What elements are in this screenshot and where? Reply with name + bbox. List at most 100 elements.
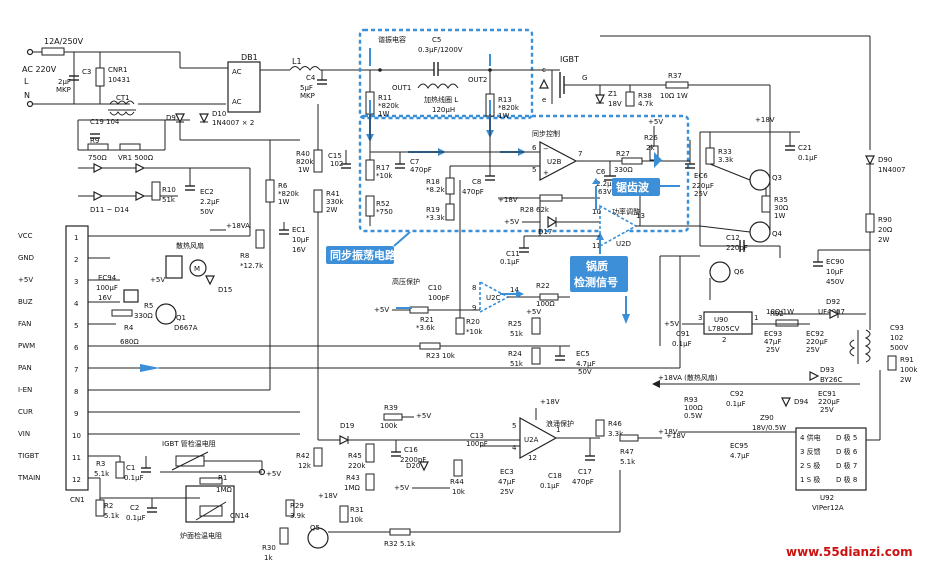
- sync-control-label: 同步控制: [532, 129, 560, 138]
- svg-text:3.3k: 3.3k: [608, 430, 624, 438]
- svg-text:0.1μF: 0.1μF: [540, 482, 560, 490]
- svg-text:C91: C91: [676, 330, 690, 338]
- svg-text:1 S 极: 1 S 极: [800, 475, 820, 484]
- svg-text:5: 5: [512, 422, 516, 430]
- c3-label: C3: [82, 68, 91, 76]
- svg-text:C13: C13: [470, 432, 484, 440]
- fuse: [41, 47, 65, 56]
- svg-text:9: 9: [74, 410, 78, 418]
- svg-text:D9: D9: [166, 114, 176, 122]
- svg-text:470pF: 470pF: [572, 478, 594, 486]
- svg-text:MKP: MKP: [56, 86, 71, 94]
- svg-text:U2D: U2D: [616, 240, 631, 248]
- svg-text:*3.6k: *3.6k: [416, 324, 436, 332]
- cn1-pin-row[interactable]: GND 2: [18, 254, 78, 264]
- svg-text:D10: D10: [212, 110, 226, 118]
- svg-text:R9: R9: [90, 137, 99, 145]
- diode-bridge-2: D11 ~ D14 R10 51k EC2 2.2μF 50V: [78, 163, 251, 236]
- svg-text:G: G: [582, 74, 587, 82]
- svg-text:R21: R21: [420, 316, 434, 324]
- svg-text:R11: R11: [378, 94, 392, 102]
- db1-label: DB1: [241, 53, 258, 62]
- svg-text:6: 6: [532, 144, 537, 152]
- svg-text:1W: 1W: [278, 198, 289, 206]
- svg-text:EC5: EC5: [576, 350, 590, 358]
- svg-text:51k: 51k: [162, 196, 176, 204]
- svg-text:10μF: 10μF: [292, 236, 309, 244]
- svg-text:D667A: D667A: [174, 324, 198, 332]
- svg-text:+5V: +5V: [416, 412, 431, 420]
- svg-text:同步振荡电路: 同步振荡电路: [330, 248, 397, 262]
- svg-text:C92: C92: [730, 390, 744, 398]
- cn1-pin-row[interactable]: PWM 6: [18, 342, 79, 352]
- svg-text:2W: 2W: [326, 206, 337, 214]
- svg-text:220μF: 220μF: [818, 398, 840, 406]
- svg-text:25V: 25V: [806, 346, 820, 354]
- cn1-pin-row[interactable]: TIGBT 11: [17, 452, 81, 462]
- sync-box-top: [358, 28, 534, 120]
- svg-text:0.1μF: 0.1μF: [126, 514, 146, 522]
- svg-text:GND: GND: [18, 254, 34, 262]
- cn1-pin-row[interactable]: TMAIN 12: [17, 474, 81, 484]
- svg-text:7: 7: [578, 150, 582, 158]
- cn1-pin-row[interactable]: CUR 9: [18, 408, 78, 418]
- svg-text:*3.3k: *3.3k: [426, 214, 446, 222]
- svg-text:1W: 1W: [498, 112, 509, 120]
- svg-text:102: 102: [330, 160, 343, 168]
- svg-text:11: 11: [72, 454, 81, 462]
- svg-text:锯齿波: 锯齿波: [616, 180, 650, 194]
- cn1-pin-row[interactable]: FAN 5: [18, 320, 78, 330]
- svg-text:OUT2: OUT2: [468, 76, 487, 84]
- igbt-label: IGBT: [560, 55, 579, 64]
- svg-text:C21: C21: [798, 144, 812, 152]
- svg-text:450V: 450V: [826, 278, 844, 286]
- svg-text:C6: C6: [596, 168, 606, 176]
- svg-text:Z1: Z1: [608, 90, 617, 98]
- svg-text:63V: 63V: [598, 188, 612, 196]
- svg-text:EC95: EC95: [730, 442, 748, 450]
- resonant-label: 谐振电容: [378, 35, 406, 44]
- cn1-pin-row[interactable]: +5V 3: [18, 276, 78, 286]
- svg-text:+5V: +5V: [374, 306, 389, 314]
- svg-text:R5: R5: [144, 302, 153, 310]
- svg-text:47μF: 47μF: [764, 338, 781, 346]
- svg-text:0.1μF: 0.1μF: [500, 258, 520, 266]
- svg-text:Q1: Q1: [176, 314, 186, 322]
- svg-text:12: 12: [72, 476, 81, 484]
- cn1-pin-row[interactable]: BUZ 4: [18, 298, 79, 308]
- svg-text:16V: 16V: [98, 294, 112, 302]
- svg-text:R20: R20: [466, 318, 480, 326]
- u2b-comparator: 同步控制 U2B 6 5 7 − + C6 2.2μ 63V R27 330Ω …: [498, 118, 690, 236]
- cn1-pin-row[interactable]: VIN 10: [18, 430, 81, 440]
- cn1-pin-row[interactable]: I-EN 8: [18, 386, 78, 396]
- svg-text:FAN: FAN: [18, 320, 31, 328]
- cn1-pin-row[interactable]: PAN 7: [18, 364, 78, 374]
- svg-text:+18V: +18V: [498, 196, 518, 204]
- svg-text:30Ω: 30Ω: [774, 204, 789, 212]
- svg-text:C12: C12: [726, 234, 740, 242]
- svg-text:18V/0.5W: 18V/0.5W: [752, 424, 786, 432]
- svg-text:EC6: EC6: [694, 172, 708, 180]
- svg-text:*10k: *10k: [376, 172, 393, 180]
- svg-text:5: 5: [532, 166, 536, 174]
- svg-text:1W: 1W: [774, 212, 785, 220]
- svg-text:R38: R38: [638, 92, 652, 100]
- cn1-pin-row[interactable]: VCC 1: [18, 232, 78, 242]
- svg-text:U92: U92: [820, 494, 834, 502]
- current-sense: C19 104 R9 750Ω VR1 500Ω D9 D10 1N4007 ×…: [77, 110, 300, 162]
- svg-text:680Ω: 680Ω: [120, 338, 139, 346]
- svg-text:VIPer12A: VIPer12A: [812, 504, 844, 512]
- svg-text:e: e: [542, 96, 546, 104]
- svg-text:R8: R8: [240, 252, 249, 260]
- svg-text:5.1k: 5.1k: [620, 458, 636, 466]
- svg-text:D92: D92: [826, 298, 840, 306]
- svg-text:CUR: CUR: [18, 408, 33, 416]
- svg-text:50V: 50V: [200, 208, 214, 216]
- svg-text:TIGBT: TIGBT: [17, 452, 40, 460]
- svg-text:功率调整: 功率调整: [612, 207, 640, 216]
- svg-text:100μF: 100μF: [96, 284, 118, 292]
- svg-text:R25: R25: [508, 320, 522, 328]
- svg-text:330Ω: 330Ω: [614, 166, 633, 174]
- svg-text:MKP: MKP: [300, 92, 315, 100]
- svg-text:2k: 2k: [646, 144, 655, 152]
